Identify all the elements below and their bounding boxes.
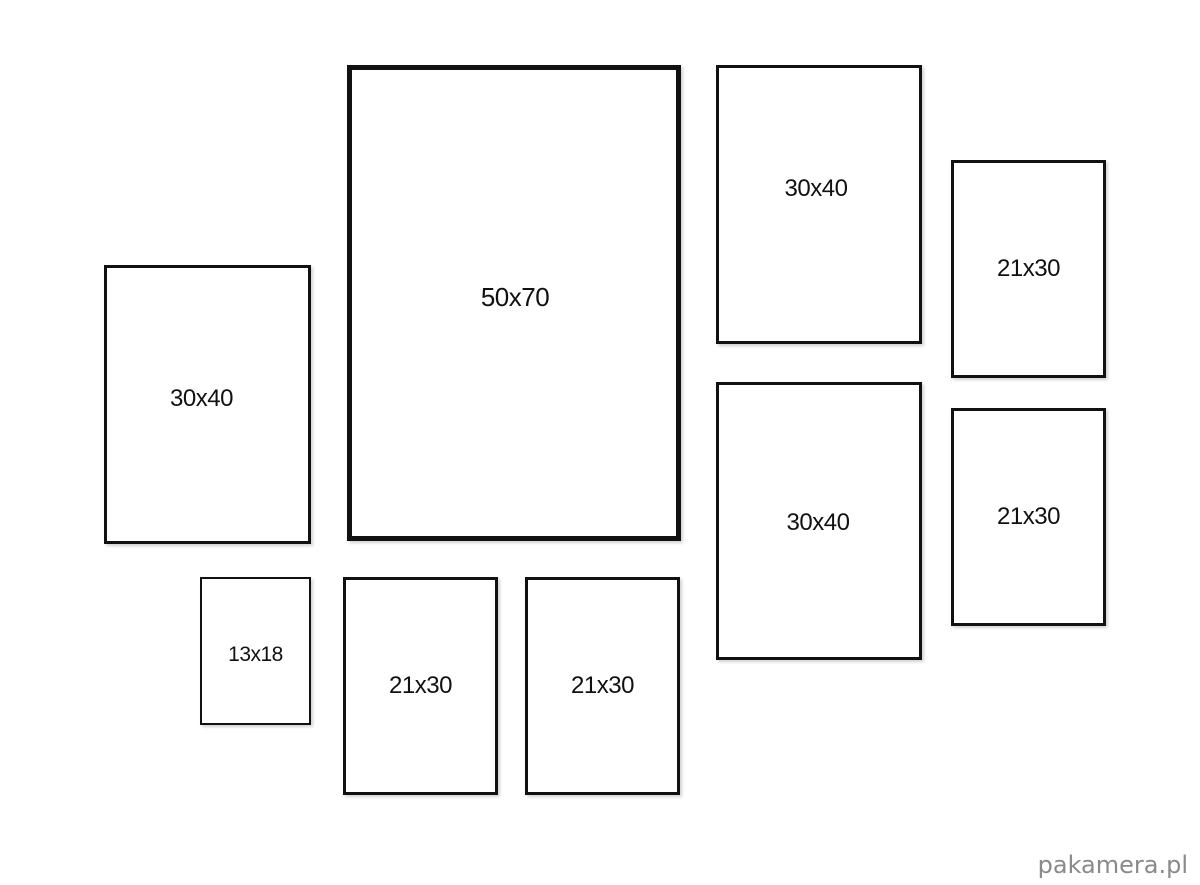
frame-size-label: 21x30 (571, 672, 634, 699)
frame-size-label: 30x40 (784, 174, 848, 202)
frame-size-label: 13x18 (228, 643, 283, 666)
frame-30x40-bottom-right: 30x40 (716, 382, 922, 660)
frame-size-label: 21x30 (389, 672, 452, 699)
frame-21x30-right-bottom: 21x30 (951, 408, 1106, 626)
frame-21x30-right-top: 21x30 (951, 160, 1106, 378)
frame-30x40-top-right: 30x40 (716, 65, 922, 344)
frame-size-label: 30x40 (786, 509, 850, 536)
frame-21x30-bottom-left: 21x30 (343, 577, 498, 795)
frame-size-label: 21x30 (997, 255, 1060, 282)
frame-30x40-left: 30x40 (104, 265, 311, 544)
frame-size-label: 50x70 (480, 281, 550, 312)
watermark-logo: pakamera.pl (1037, 851, 1188, 879)
frame-size-label: 30x40 (170, 384, 233, 412)
frame-50x70: 50x70 (347, 65, 681, 541)
frame-13x18: 13x18 (200, 577, 311, 725)
frame-size-label: 21x30 (997, 503, 1060, 530)
frame-21x30-bottom-right: 21x30 (525, 577, 680, 795)
